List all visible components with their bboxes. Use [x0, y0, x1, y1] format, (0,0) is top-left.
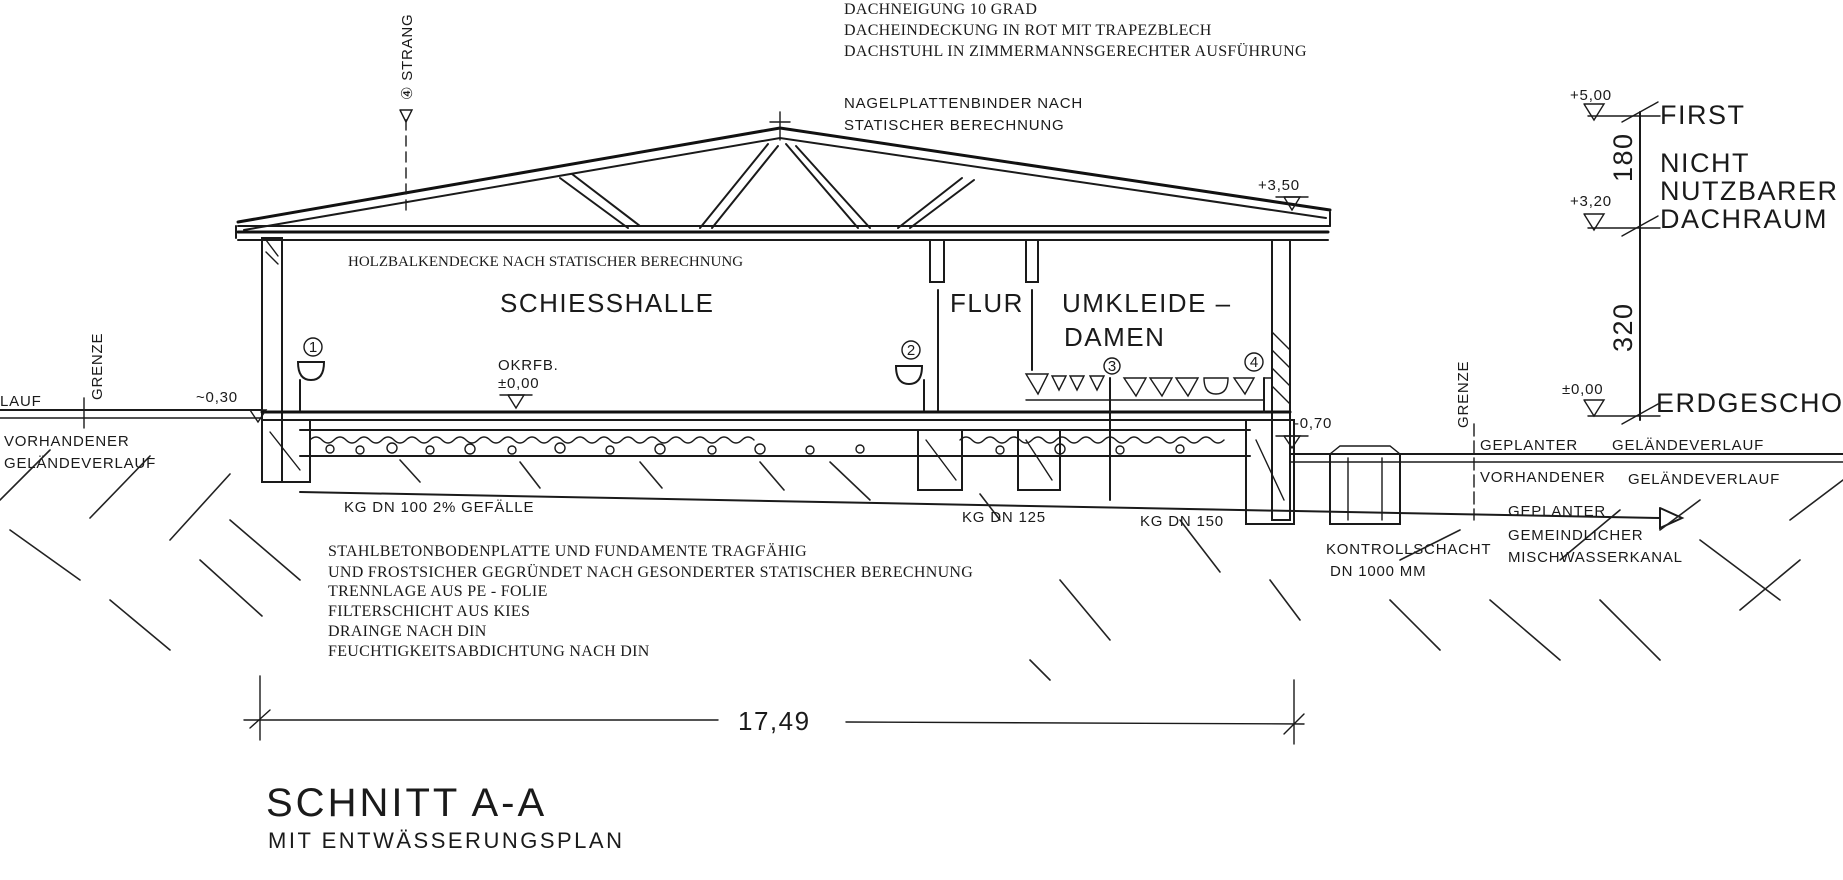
dimension-value: 17,49 — [738, 706, 811, 736]
roof-note-2: DACHEINDECKUNG IN ROT MIT TRAPEZBLECH — [844, 22, 1212, 39]
vorhandener-left-1: VORHANDENER — [4, 433, 129, 450]
room-flur: FLUR — [950, 288, 1024, 318]
strang-marker: ④ STRANG — [399, 13, 416, 211]
right-mischwasserkanal: MISCHWASSERKANAL — [1508, 549, 1683, 566]
room-schiesshalle: SCHIESSHALLE — [500, 288, 715, 318]
dim-320: 320 — [1608, 302, 1638, 352]
pipe-kg125: KG DN 125 — [962, 509, 1046, 526]
level-markers — [83, 196, 1475, 521]
nutzbarer-label: NUTZBARER — [1660, 176, 1839, 206]
drawing-subtitle: MIT ENTWÄSSERUNGSPLAN — [268, 828, 624, 853]
sanitary-fixtures — [296, 361, 1273, 501]
foundation-note-2: UND FROSTSICHER GEGRÜNDET NACH GESONDERT… — [328, 563, 973, 581]
floor-slab — [260, 410, 1295, 525]
walls — [261, 237, 1291, 521]
room-damen: DAMEN — [1064, 322, 1165, 352]
vorhandener-left-2: GELÄNDEVERLAUF — [4, 455, 156, 472]
kontrollschacht-2: DN 1000 MM — [1330, 563, 1426, 580]
nicht-label: NICHT — [1660, 148, 1750, 178]
right-gelaendeverlauf: GELÄNDEVERLAUF — [1612, 437, 1764, 454]
foundation-note-6: FEUCHTIGKEITSABDICHTUNG NACH DIN — [328, 643, 650, 660]
drawing-title: SCHNITT A-A — [266, 781, 547, 825]
grenze-right: GRENZE — [1455, 361, 1472, 428]
mid-level: +3,20 — [1570, 193, 1612, 210]
foundation-note-3: TRENNLAGE AUS PE - FOLIE — [328, 583, 548, 600]
right-vorhandener: VORHANDENER — [1480, 469, 1605, 486]
roof-note-1: DACHNEIGUNG 10 GRAD — [844, 1, 1037, 18]
marker-1: 1 — [309, 339, 317, 356]
roof-note-3: DACHSTUHL IN ZIMMERMANNSGERECHTER AUSFÜH… — [844, 42, 1307, 60]
dim-180: 180 — [1608, 132, 1638, 182]
dachraum-label: DACHRAUM — [1660, 204, 1828, 234]
right-ground-level: -0,70 — [1294, 415, 1332, 432]
left-ground-level: ~0,30 — [196, 389, 238, 406]
first-label: FIRST — [1660, 100, 1746, 130]
pipe-kg150: KG DN 150 — [1140, 513, 1224, 530]
roof-edge-level: +3,50 — [1258, 177, 1300, 194]
ceiling-note: HOLZBALKENDECKE NACH STATISCHER BERECHNU… — [348, 254, 743, 270]
first-level: +5,00 — [1570, 87, 1612, 104]
dimension-line — [243, 675, 1305, 745]
marker-2: 2 — [907, 342, 915, 359]
grenze-left: GRENZE — [89, 333, 106, 400]
foundation-note-1: STAHLBETONBODENPLATTE UND FUNDAMENTE TRA… — [328, 542, 807, 560]
soil-hatch — [0, 449, 1843, 681]
right-geplanter: GEPLANTER — [1480, 437, 1578, 454]
ground-lines — [0, 409, 1843, 530]
right-gelaendeverlauf2: GELÄNDEVERLAUF — [1628, 471, 1780, 488]
pipe-kg100: KG DN 100 2% GEFÄLLE — [344, 499, 534, 516]
roof-truss — [235, 111, 1332, 241]
fixture-markers: 1 2 3 4 — [303, 337, 1264, 375]
marker-4: 4 — [1250, 354, 1258, 371]
truss-note-2: STATISCHER BERECHNUNG — [844, 117, 1064, 134]
room-umkleide: UMKLEIDE – — [1062, 288, 1232, 318]
right-geplanter2: GEPLANTER — [1508, 503, 1606, 520]
okrfb-level: ±0,00 — [498, 375, 539, 392]
eg-level: ±0,00 — [1562, 381, 1603, 398]
okrfb-label: OKRFB. — [498, 357, 559, 374]
height-scale — [1583, 101, 1661, 425]
right-gemeindlicher: GEMEINDLICHER — [1508, 527, 1643, 544]
left-lauf: LAUF — [0, 393, 42, 410]
marker-3: 3 — [1108, 358, 1116, 375]
foundation-note-4: FILTERSCHICHT AUS KIES — [328, 603, 530, 620]
eg-label: ERDGESCHOSS — [1656, 388, 1843, 418]
truss-note-1: NAGELPLATTENBINDER NACH — [844, 95, 1083, 112]
kontrollschacht-1: KONTROLLSCHACHT — [1326, 541, 1491, 558]
strang-label: ④ STRANG — [399, 13, 416, 100]
foundation-note-5: DRAINGE NACH DIN — [328, 623, 487, 640]
